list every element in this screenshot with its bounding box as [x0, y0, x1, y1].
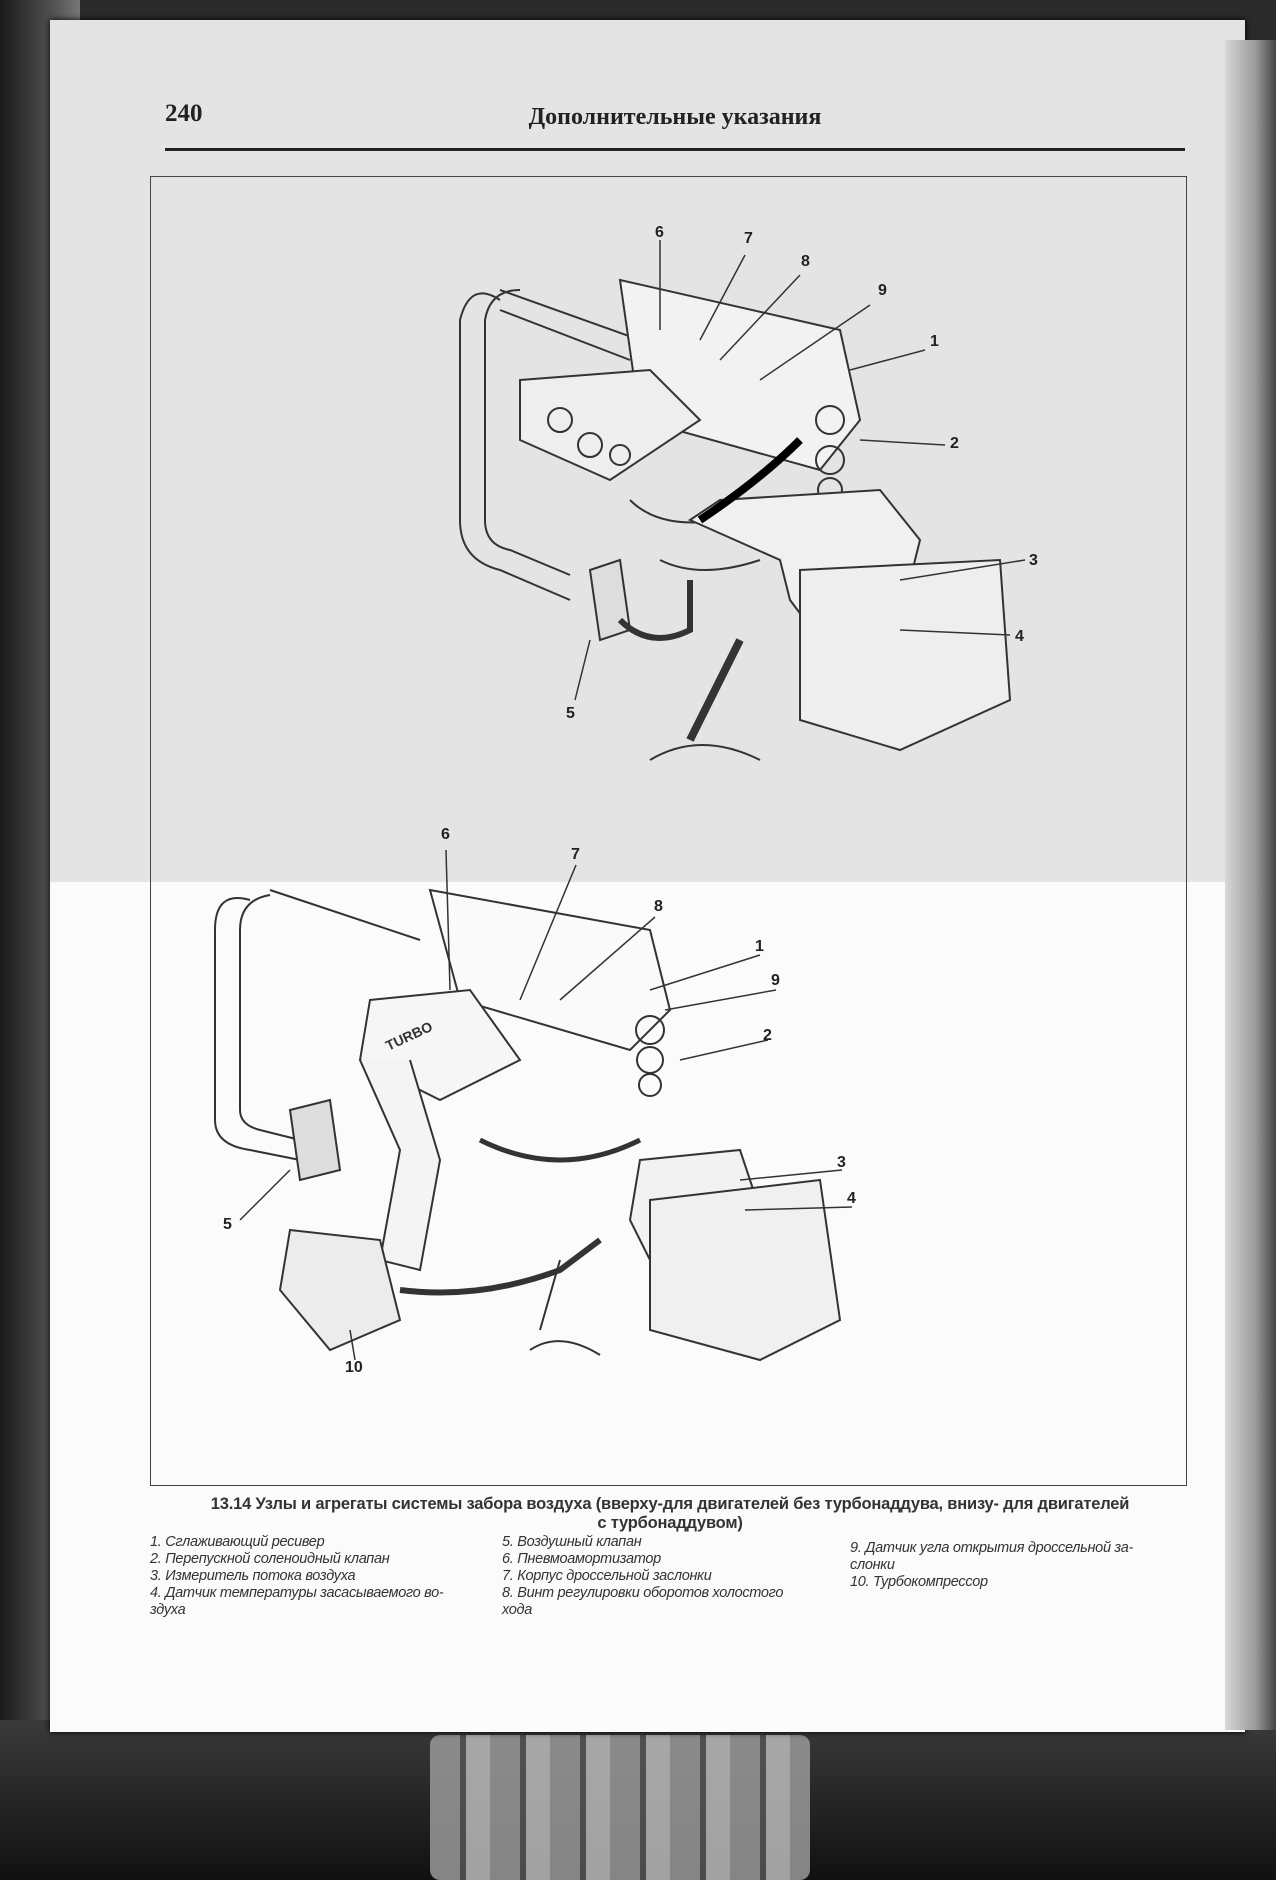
caption-line-1: 13.14 Узлы и агрегаты системы забора воз…	[210, 1495, 1130, 1513]
lower-callout-8: 8	[654, 898, 663, 915]
upper-diagram-non-turbo	[459, 240, 1026, 761]
upper-callout-9: 9	[878, 282, 887, 299]
legend-item: 9. Датчик угла открытия дроссельной за-	[850, 1540, 1134, 1556]
legend-item: 8. Винт регулировки оборотов холостого	[502, 1585, 784, 1601]
upper-callout-1: 1	[930, 333, 939, 350]
upper-callout-8: 8	[801, 253, 810, 270]
lower-callout-4: 4	[847, 1190, 856, 1207]
lower-callout-6: 6	[441, 826, 450, 843]
upper-callout-6: 6	[655, 224, 664, 241]
wristwatch-bracelet	[430, 1735, 810, 1880]
legend-item: слонки	[850, 1557, 895, 1573]
upper-callout-3: 3	[1029, 552, 1038, 569]
legend-item: 3. Измеритель потока воздуха	[150, 1568, 356, 1584]
legend-item: 6. Пневмоамортизатор	[502, 1551, 661, 1567]
header-rule	[165, 148, 1185, 151]
running-title: Дополнительные указания	[528, 104, 822, 130]
lower-callout-2: 2	[763, 1027, 772, 1044]
legend-item: 2. Перепускной соленоидный клапан	[150, 1551, 390, 1567]
legend-item: 1. Сглаживающий ресивер	[150, 1534, 325, 1550]
legend-item: хода	[502, 1602, 533, 1618]
lower-callout-7: 7	[571, 846, 580, 863]
upper-callout-4: 4	[1015, 628, 1024, 645]
legend-column-1: 1. Сглаживающий ресивер 2. Перепускной с…	[150, 1534, 490, 1619]
legend-item: 5. Воздушный клапан	[502, 1534, 642, 1550]
legend-column-2: 5. Воздушный клапан 6. Пневмоамортизатор…	[502, 1534, 842, 1619]
lower-callout-1: 1	[755, 938, 764, 955]
caption-line-2: с турбонаддувом)	[597, 1514, 743, 1532]
lower-callout-10: 10	[345, 1359, 363, 1376]
legend-item: здуха	[150, 1602, 186, 1618]
legend-column-3: 9. Датчик угла открытия дроссельной за- …	[850, 1540, 1180, 1591]
lower-callout-5: 5	[223, 1216, 232, 1233]
upper-callout-5: 5	[566, 705, 575, 722]
figure-caption-title: 13.14 Узлы и агрегаты системы забора воз…	[150, 1495, 1190, 1533]
lower-callout-3: 3	[837, 1154, 846, 1171]
lower-callout-9: 9	[771, 972, 780, 989]
legend-item: 10. Турбокомпрессор	[850, 1574, 988, 1590]
upper-callout-2: 2	[950, 435, 959, 452]
upper-callout-7: 7	[744, 230, 753, 247]
page-number: 240	[165, 100, 203, 127]
lower-diagram-turbo: TURBO	[214, 849, 853, 1362]
legend-item: 7. Корпус дроссельной заслонки	[502, 1568, 712, 1584]
page-edge	[1225, 40, 1276, 1730]
figure-frame	[150, 176, 1187, 1486]
legend-item: 4. Датчик температуры засасываемого во-	[150, 1585, 444, 1601]
